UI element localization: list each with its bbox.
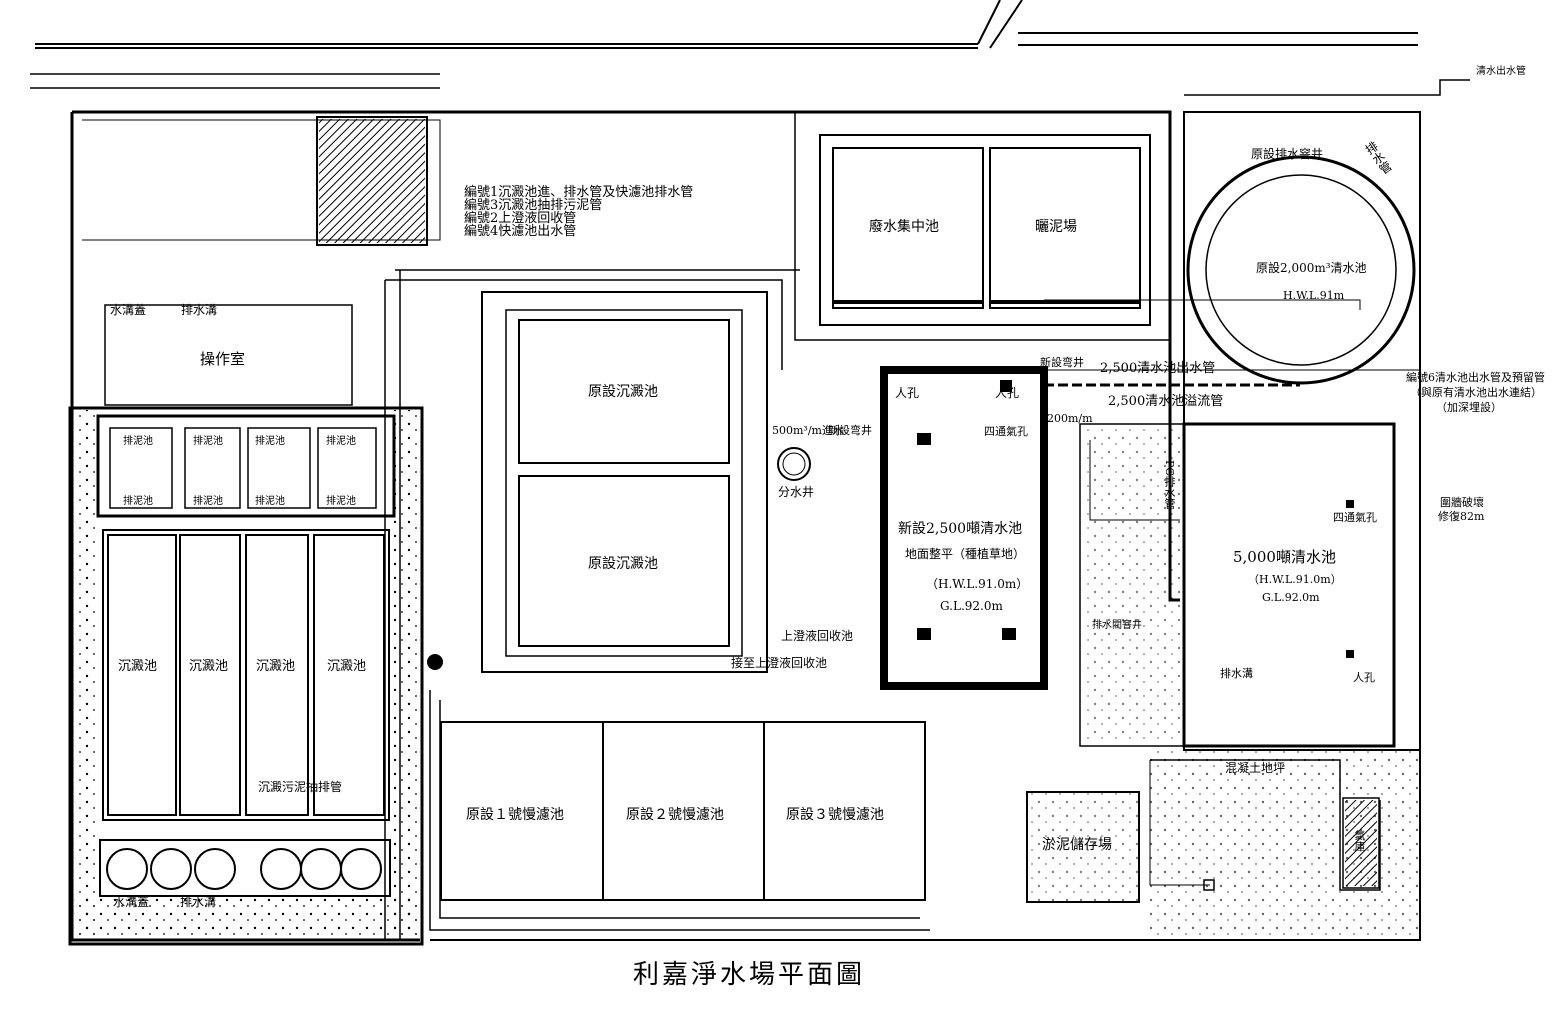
label-manhole-2: 人孔 <box>995 386 1020 400</box>
label-drain-ditch-top: 排水溝 <box>181 303 218 317</box>
label-hwl-2000: H.W.L.91m <box>1283 289 1345 302</box>
legend-line-3: 編號2上澄液回收管 <box>464 211 577 226</box>
label-overflow-2500: 2,500清水池溢流管 <box>1108 394 1224 409</box>
label-sludge-drying: 曬泥場 <box>1035 219 1077 235</box>
label-manhole-1: 人孔 <box>895 386 920 400</box>
label-new-valve-well-2: 新設弯井 <box>1040 356 1084 369</box>
sedimentation-block <box>68 406 424 946</box>
label-new-clear-tank: 新設2,500噸清水池 <box>898 521 1023 537</box>
label-drain-ditch-bottom: 排水溝 <box>180 895 217 909</box>
filter-label-4: 排泥池 <box>326 436 356 447</box>
label-new-valve-well: 新設弯井 <box>828 424 872 437</box>
label-drain-valve-well: 排水閥窨井 <box>1092 620 1142 631</box>
label-slow-filter-2: 原設２號慢濾池 <box>626 807 724 823</box>
label-slow-filter-1: 原設１號慢濾池 <box>466 807 564 823</box>
filter-label-1: 排泥池 <box>123 436 153 447</box>
legend-line-4: 編號4快濾池出水管 <box>464 224 577 239</box>
new-2500-tank <box>880 366 1048 690</box>
label-note-no6-3: （加深埋設） <box>1436 401 1502 414</box>
label-pc-pipe: PC排水管 <box>1163 460 1176 509</box>
label-existing-drain-well: 原設排水窨井 <box>1251 147 1324 161</box>
label-drain-ditch-5000: 排水溝 <box>1220 667 1253 680</box>
filter-label-7: 排泥池 <box>255 496 285 507</box>
label-hwl-new: （H.W.L.91.0m） <box>926 577 1029 591</box>
filter-label-3: 排泥池 <box>255 436 285 447</box>
label-ditch-cover-bottom: 水溝蓋 <box>113 895 150 909</box>
split-well <box>777 447 811 481</box>
inner-boundary <box>82 119 441 241</box>
filter-label-5: 排泥池 <box>123 496 153 507</box>
label-ditch-cover-top: 水溝蓋 <box>110 303 147 317</box>
label-existing-sed-2: 原設沉澱池 <box>588 556 658 572</box>
label-concrete-floor: 混凝土地坪 <box>1225 761 1286 775</box>
label-clear-water-outlet: 清水出水管 <box>1476 66 1526 77</box>
label-existing-2000: 原設2,000m³清水池 <box>1256 261 1367 275</box>
label-slow-filter-3: 原設３號慢濾池 <box>786 807 884 823</box>
label-sedimentation-2: 沉澱池 <box>189 659 229 674</box>
label-gl-new: G.L.92.0m <box>940 599 1003 613</box>
existing-sedimentation-frame <box>481 291 768 673</box>
road-top-left <box>35 43 978 49</box>
label-note-no6-2: （與原有清水池出水連結） <box>1410 386 1542 399</box>
filter-label-2: 排泥池 <box>193 436 223 447</box>
label-outlet-2500: 2,500清水池出水管 <box>1100 361 1216 376</box>
label-vent-5000: 四通氣孔 <box>1333 511 1377 524</box>
label-sedimentation-1: 沉澱池 <box>118 659 158 674</box>
filter-label-6: 排泥池 <box>193 496 223 507</box>
label-existing-sed-1: 原設沉澱池 <box>588 384 658 400</box>
road-top-right <box>1018 32 1418 46</box>
hatched-building <box>316 116 428 246</box>
label-pipe-200: 200m/m <box>1047 412 1093 425</box>
legend-line-1: 編號1沉澱池進、排水管及快濾池排水管 <box>464 185 694 200</box>
legend-line-2: 編號3沉澱池抽排污泥管 <box>464 198 603 213</box>
label-sedimentation-4: 沉澱池 <box>327 659 367 674</box>
road-curve <box>977 0 1023 49</box>
label-chlorine: 氯庫 <box>1353 830 1366 852</box>
waste-water-frame <box>819 134 1151 326</box>
label-note-no6-1: 編號6清水池出水管及預留管 <box>1406 371 1545 384</box>
slow-filters <box>440 721 926 901</box>
label-tank-5000: 5,000噸清水池 <box>1233 548 1336 566</box>
label-fence-2: 修復82m <box>1438 510 1485 523</box>
label-split-well: 分水井 <box>778 485 815 499</box>
label-fence-1: 圍牆破壞 <box>1440 496 1484 509</box>
label-control-room: 操作室 <box>200 350 246 368</box>
label-vent-4way: 四通氣孔 <box>984 425 1028 438</box>
label-inlet-500: 500m³/m進水 <box>772 424 844 437</box>
label-sludge-storage: 淤泥儲存場 <box>1042 837 1112 853</box>
plan-title: 利嘉淨水場平面圖 <box>633 960 866 990</box>
label-waste-water-tank: 廢水集中池 <box>869 219 939 235</box>
label-manhole-5000: 人孔 <box>1353 671 1375 684</box>
pipe-top <box>30 73 440 89</box>
label-sludge-pipe: 沉澱污泥抽排管 <box>258 780 343 794</box>
label-ground-grass: 地面整平（種植草地） <box>905 547 1026 561</box>
label-supernatant-recovery: 上澄液回收池 <box>781 629 854 643</box>
label-gl-5000: G.L.92.0m <box>1262 591 1320 604</box>
label-connect-supernatant: 接至上澄液回收池 <box>731 656 828 670</box>
label-hwl-5000: （H.W.L.91.0m） <box>1248 573 1342 586</box>
tank-2000 <box>1186 155 1416 385</box>
filter-label-8: 排泥池 <box>326 496 356 507</box>
pipe-legend: 編號1沉澱池進、排水管及快濾池排水管 編號3沉澱池抽排污泥管 編號2上澄液回收管… <box>464 186 693 238</box>
control-room <box>104 304 353 406</box>
label-sedimentation-3: 沉澱池 <box>256 659 296 674</box>
